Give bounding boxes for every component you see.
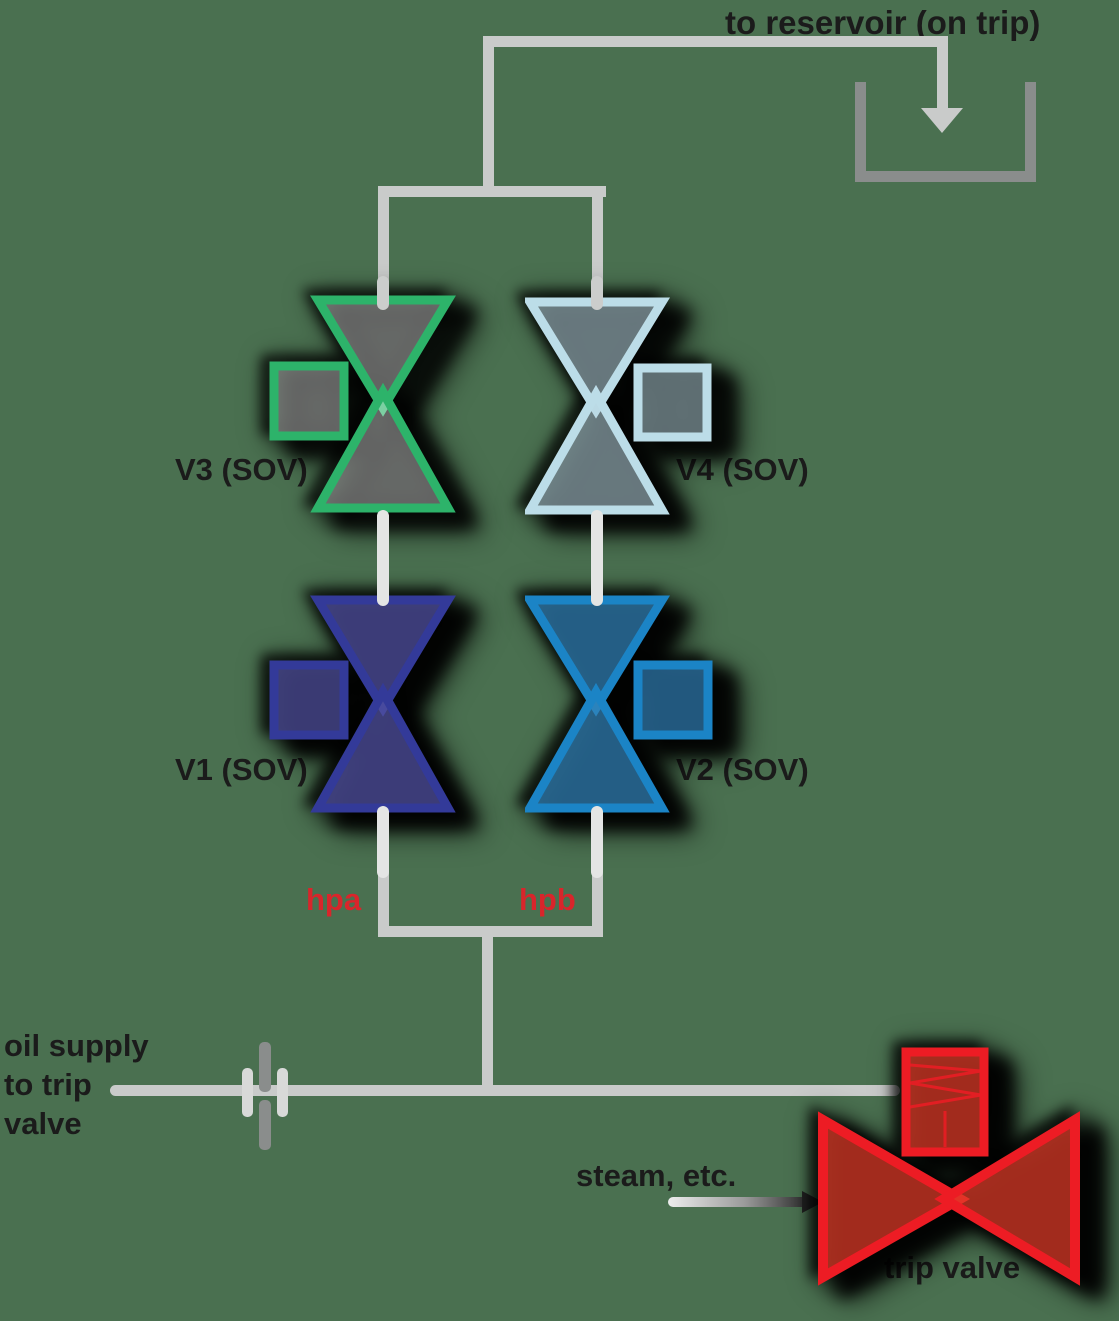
steam-flow-arrowhead-icon	[802, 1191, 823, 1213]
oil-supply-line2: to trip	[4, 1067, 92, 1102]
stub-v4-to-v2	[591, 510, 603, 606]
stub-v3-top	[377, 276, 389, 310]
v3-solenoid-box-icon	[269, 361, 349, 441]
pipe-hpb-vertical	[592, 862, 603, 937]
to-reservoir-label: to reservoir (on trip)	[725, 4, 1041, 41]
valve-v1-sov-icon	[269, 595, 456, 813]
valve-v1-label: V1 (SOV)	[175, 752, 308, 787]
pipe-hpa-vertical	[378, 862, 389, 937]
flow-restrictor-right-bar-icon	[277, 1068, 288, 1117]
trip-valve-spring-icon	[909, 1063, 982, 1109]
pipe-main-vertical	[483, 36, 494, 197]
v3-lower-triangle-icon	[310, 382, 456, 513]
hpb-label: hpb	[519, 882, 576, 917]
valve-v2-label: V2 (SOV)	[676, 752, 809, 787]
pipe-center-drop	[482, 926, 493, 1096]
v1-solenoid-box-icon	[269, 660, 349, 740]
trip-valve-left-triangle-icon	[818, 1111, 971, 1286]
pipe-to-reservoir-horizontal	[483, 36, 948, 47]
oil-supply-line3: valve	[4, 1106, 82, 1141]
valve-v4-sov-icon	[525, 297, 712, 515]
reservoir-icon	[855, 82, 1036, 182]
pipe-drop-to-v4	[592, 186, 603, 308]
steam-flow-arrow	[668, 1197, 808, 1207]
valve-v3-sov-icon	[269, 295, 456, 513]
trip-valve-icon	[818, 1047, 1080, 1286]
stub-v1-bottom	[377, 806, 389, 878]
pipe-reservoir-drop	[937, 36, 948, 112]
hpa-label: hpa	[306, 882, 362, 917]
stub-v2-bottom	[591, 806, 603, 878]
v4-solenoid-box-icon	[633, 363, 712, 442]
oil-supply-line1: oil supply	[4, 1028, 149, 1063]
steam-label: steam, etc.	[576, 1158, 737, 1193]
flow-restrictor-upper-bar-icon	[259, 1042, 271, 1092]
valve-v2-sov-icon	[525, 595, 713, 813]
v2-solenoid-box-icon	[633, 660, 713, 740]
oil-supply-label: oil supply to trip valve	[4, 1026, 149, 1143]
flow-restrictor-left-bar-icon	[242, 1068, 253, 1117]
stub-v4-top	[591, 276, 603, 310]
pipe-oil-supply-line	[110, 1085, 900, 1096]
pipe-distribution-bar	[378, 186, 606, 197]
stub-v3-to-v1	[377, 510, 389, 606]
valve-v3-label: V3 (SOV)	[175, 452, 308, 487]
reservoir-arrowhead-icon	[921, 108, 963, 133]
trip-valve-right-triangle-icon	[934, 1111, 1080, 1286]
trip-valve-label: trip valve	[884, 1250, 1021, 1285]
pipe-drop-to-v3	[378, 186, 389, 308]
flow-restrictor-lower-bar-icon	[259, 1100, 271, 1150]
valve-v4-label: V4 (SOV)	[676, 452, 809, 487]
